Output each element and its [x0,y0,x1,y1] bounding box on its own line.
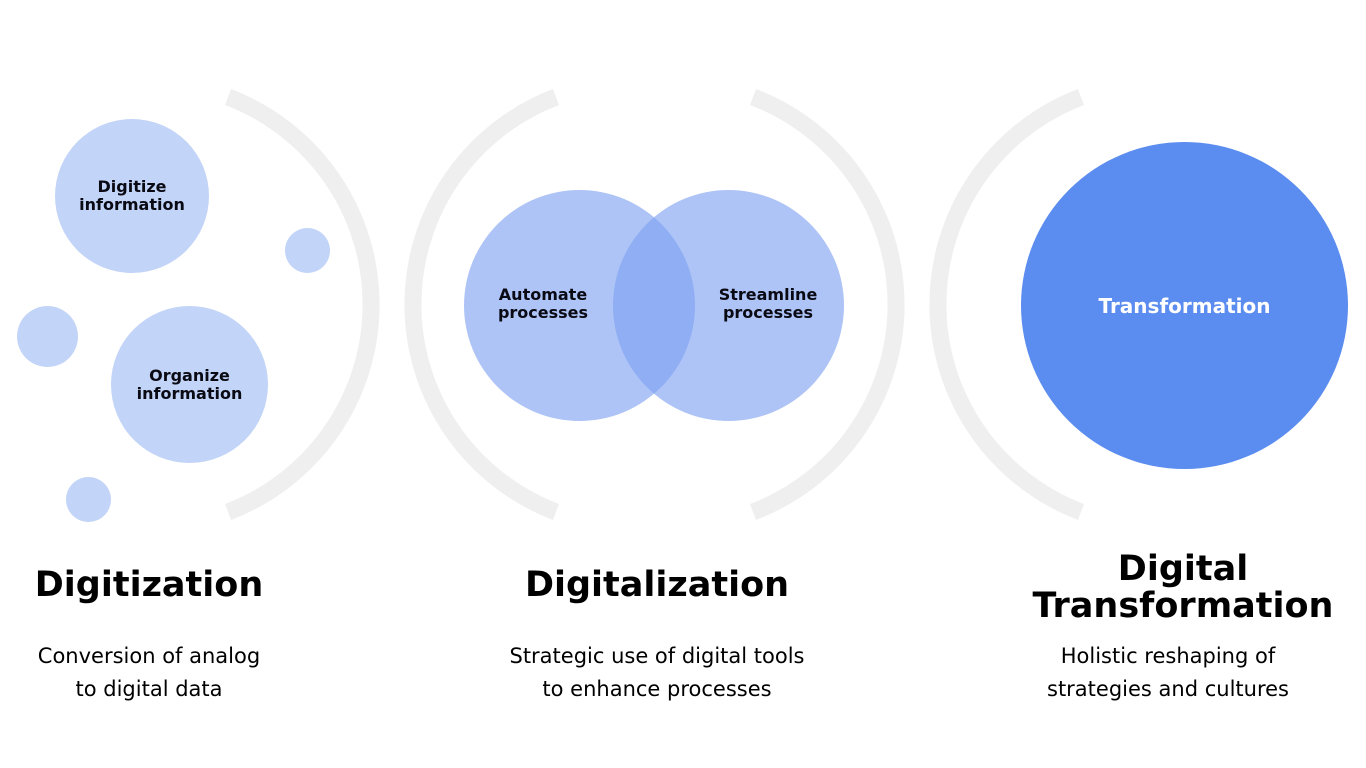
decorative-dot [285,228,330,273]
arc-left-digitalization [404,89,560,520]
arc-right-digitalization [749,89,905,520]
decorative-dot [66,477,111,522]
arc-right-digitization [224,89,380,520]
stage-title-digitization: Digitization [34,565,264,605]
stage-description-digitalization: Strategic use of digital tools to enhanc… [509,644,805,701]
arc-left-transformation [929,89,1085,520]
venn-circle-streamline [613,190,844,421]
stage-description-digital-transformation: Holistic reshaping of strategies and cul… [1047,644,1289,701]
stage-description-digitization: Conversion of analog to digital data [37,644,261,701]
stage-title-digital-transformation: Digital Transformation [1032,549,1334,626]
circle-transformation: Transformation [1021,142,1348,469]
decorative-dot [17,306,78,367]
stage-title-digitalization: Digitalization [524,565,790,605]
